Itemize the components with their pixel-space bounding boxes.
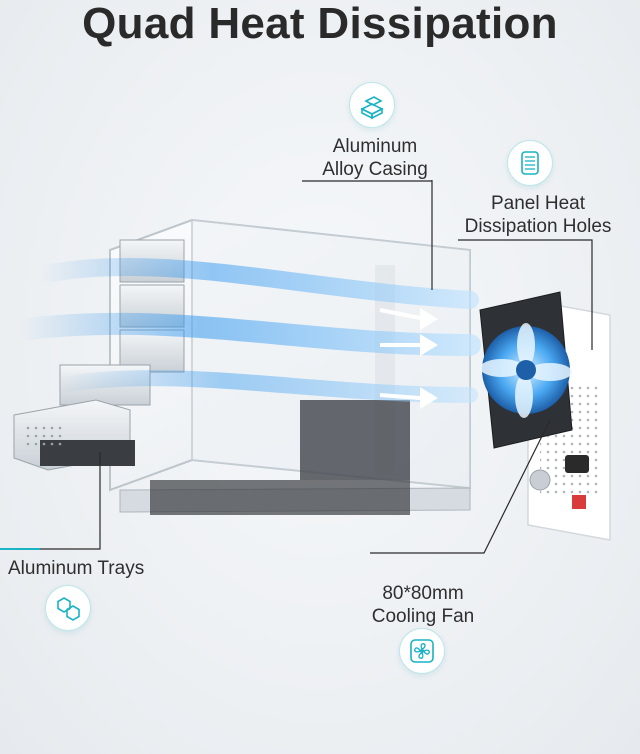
hexagon-icon [45,585,91,631]
feature-holes-label: Panel Heat Dissipation Holes [464,193,612,237]
feature-casing-label: Aluminum Alloy Casing [322,136,428,180]
enclosure [109,218,471,515]
airflow [9,257,481,409]
aluminum-ingot-icon [349,82,395,128]
feature-trays-label: Aluminum Trays [8,558,145,579]
vent-panel-icon [507,140,553,186]
page-title: Quad Heat Dissipation [82,0,558,48]
feature-fan-label: 80*80mm Cooling Fan [371,583,475,627]
cooling-fan [479,291,573,449]
fan-icon [399,628,445,674]
